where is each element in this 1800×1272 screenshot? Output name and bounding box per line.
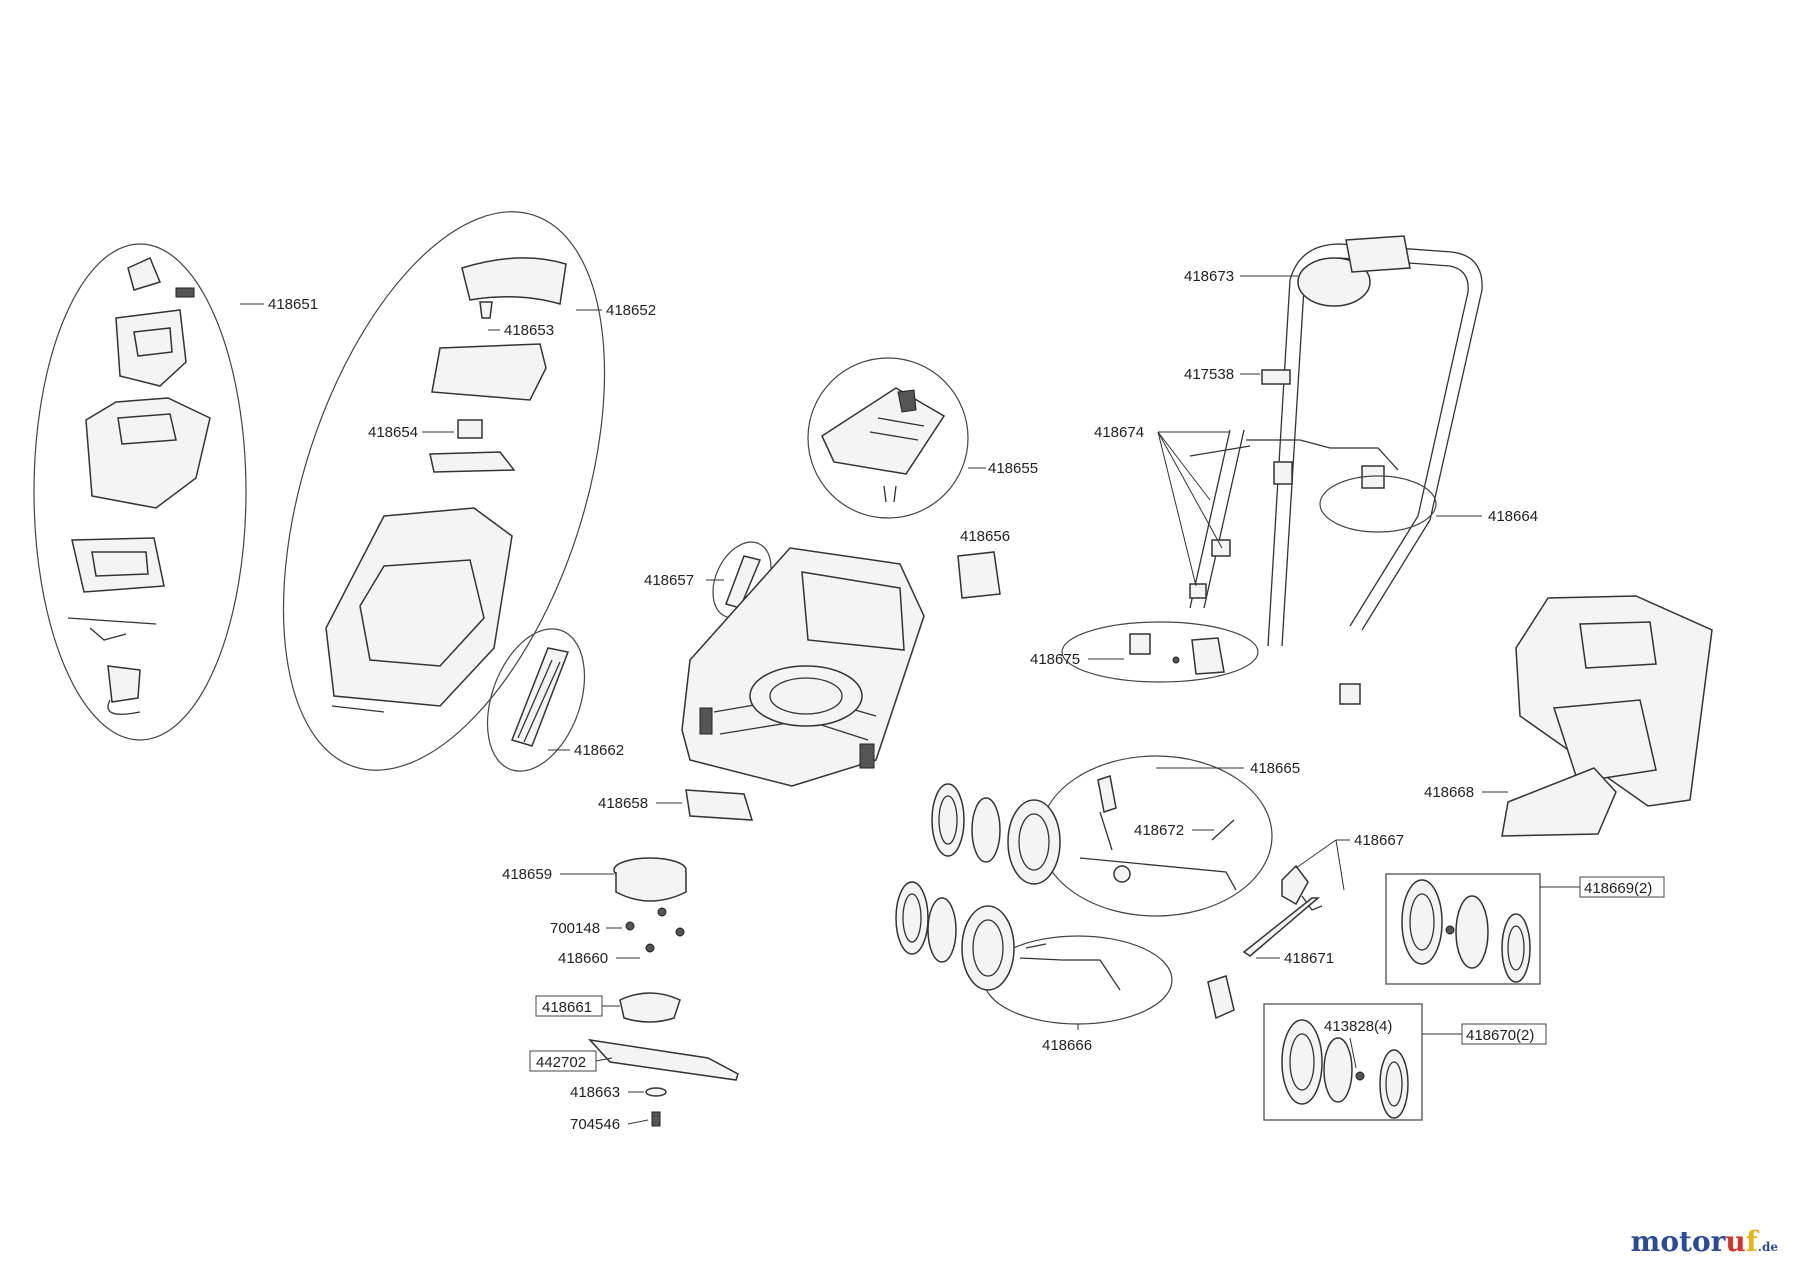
label-418660: 418660 (558, 950, 608, 967)
group-418669 (1385, 873, 1541, 985)
box-418669 (1579, 876, 1665, 898)
label-418662: 418662 (574, 742, 624, 759)
part-418658-bar (685, 789, 754, 821)
label-418675: 418675 (1030, 651, 1080, 668)
label-418657: 418657 (644, 572, 694, 589)
label-418651: 418651 (268, 296, 318, 313)
label-418667: 418667 (1354, 832, 1404, 849)
motor-stack (588, 857, 739, 1127)
label-442702: 442702 (536, 1054, 586, 1071)
label-418663: 418663 (570, 1084, 620, 1101)
group-418675 (1061, 621, 1259, 683)
adjuster-lever (1207, 864, 1323, 1020)
label-418665: 418665 (1250, 760, 1300, 777)
group-418652 (282, 211, 606, 771)
label-418661: 418661 (542, 999, 592, 1016)
label-418659: 418659 (502, 866, 552, 883)
watermark-tld: .de (1757, 1240, 1778, 1254)
grass-catcher (1501, 595, 1713, 837)
label-704546: 704546 (570, 1116, 620, 1133)
part-418656-plate (957, 551, 1001, 599)
label-418671: 418671 (1284, 950, 1334, 967)
label-418670: 418670(2) (1466, 1027, 1534, 1044)
label-418673: 418673 (1184, 268, 1234, 285)
label-418658: 418658 (598, 795, 648, 812)
label-418672: 418672 (1134, 822, 1184, 839)
label-418668: 418668 (1424, 784, 1474, 801)
label-417538: 417538 (1184, 366, 1234, 383)
group-418651 (33, 243, 247, 741)
label-700148: 700148 (550, 920, 600, 937)
label-418654: 418654 (368, 424, 418, 441)
watermark-logo: motoruf.de (1631, 1225, 1778, 1258)
label-418669: 418669(2) (1584, 880, 1652, 897)
box-418670 (1461, 1023, 1547, 1045)
group-418670 (1263, 1003, 1423, 1121)
group-418655 (807, 357, 969, 519)
label-418652: 418652 (606, 302, 656, 319)
handle-assembly (1189, 235, 1483, 705)
label-418674: 418674 (1094, 424, 1144, 441)
label-413828: 413828(4) (1324, 1018, 1392, 1035)
group-418662 (486, 628, 586, 772)
wheel-set-center (895, 783, 1061, 991)
label-418656: 418656 (960, 528, 1010, 545)
watermark-text: motoruf (1630, 1225, 1758, 1258)
label-418666: 418666 (1042, 1037, 1092, 1054)
label-418653: 418653 (504, 322, 554, 339)
label-418655: 418655 (988, 460, 1038, 477)
label-418664: 418664 (1488, 508, 1538, 525)
mower-deck (681, 547, 925, 787)
